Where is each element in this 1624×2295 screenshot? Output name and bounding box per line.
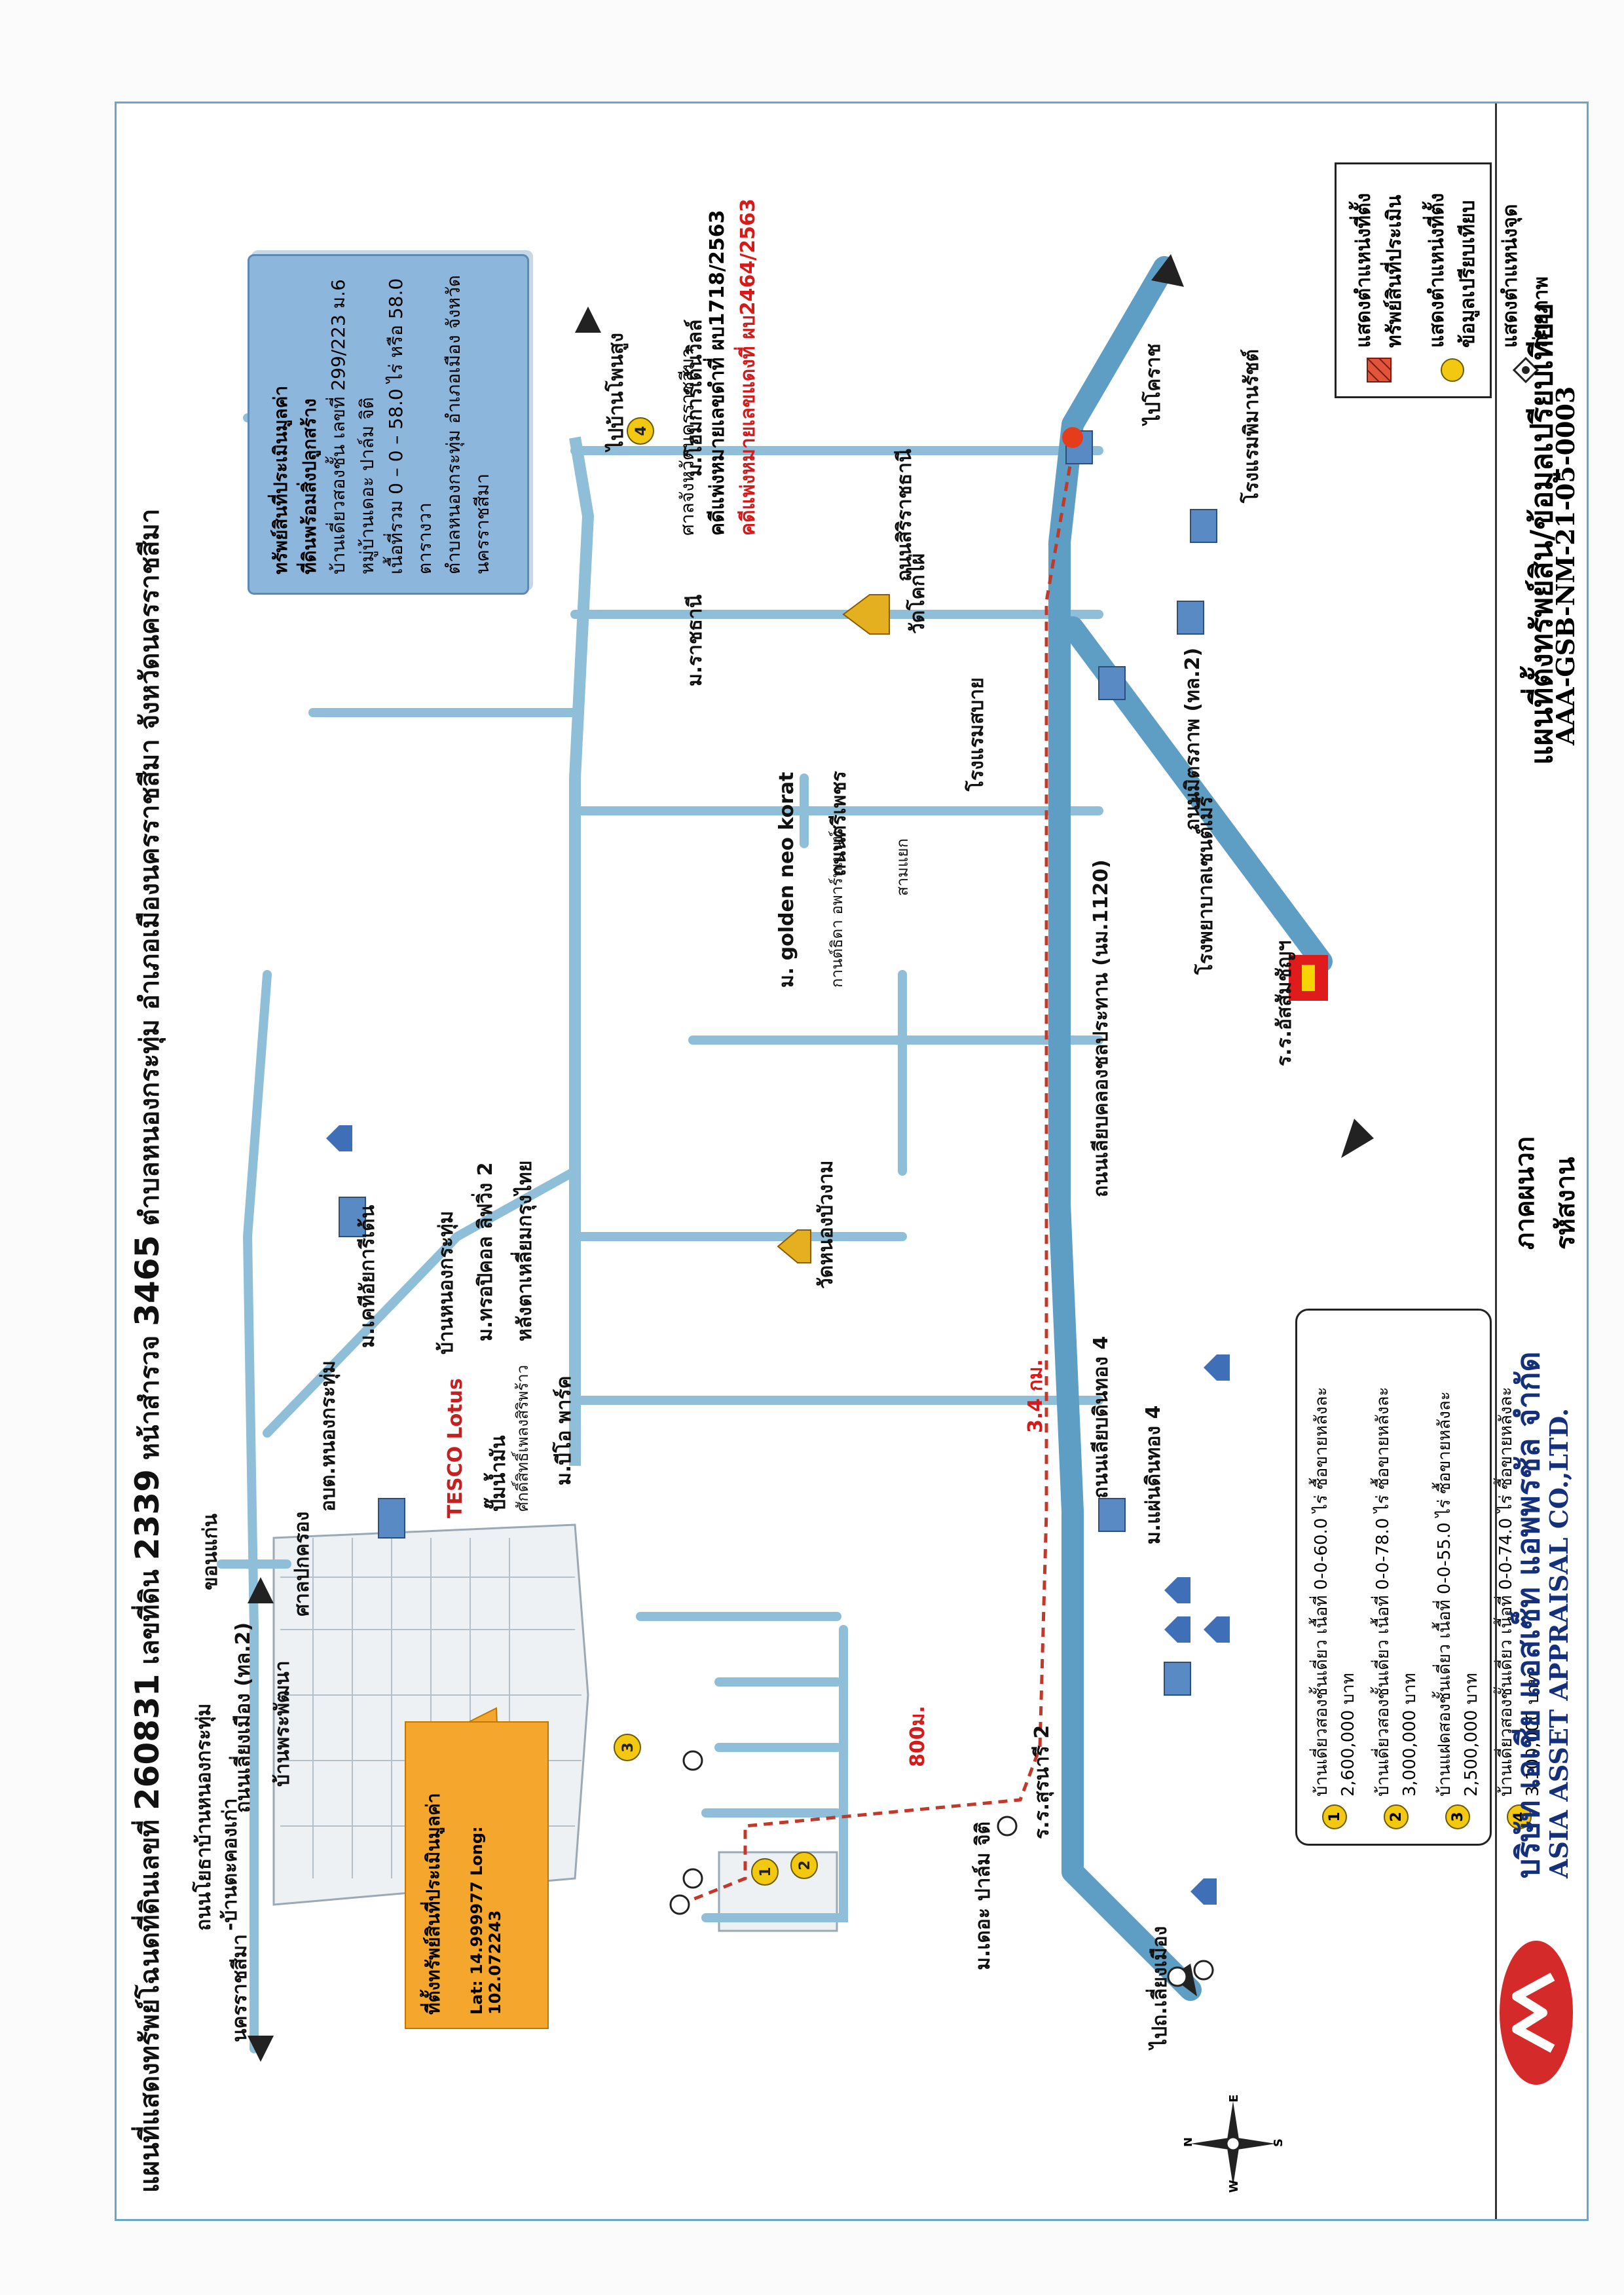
comparable-row: 2 บ้านเดี่ยวสองชั้นเดี่ยว เนื้อที่ 0-0-78… [1369,1325,1423,1829]
label-to-pho: ไปบ้านโพนสูง [605,333,628,451]
gps-label: ที่ตั้งทรัพย์สินที่ประเมินมูลค่า [422,1793,444,2015]
label-road-main: ถนนเลียบคลองชลประทาน (นม.1120) [1090,859,1113,1197]
comparable-markers [614,417,818,1886]
company-logo [1500,1941,1573,2085]
label-to-bypass: ไปถ.เลี่ยงเมือง [1149,1926,1172,2049]
label-ratcha: ม.ราชธานี [684,594,707,686]
route-dashed-line [679,450,1075,1907]
label-nakhon: นครราชสีมา [229,1934,251,2042]
court-line3: คดีแพ่งหมายเลขแดงที่ ผบ2464/2563 [737,198,760,536]
label-school-sas: ร.ร.อัสสัมชัญฯ [1273,940,1296,1066]
label-khon-kaen: ขอนแก่น [199,1513,222,1590]
cross-road [569,436,595,1466]
comparable-text: บ้านเดี่ยวสองชั้นเดี่ยว เนื้อที่ 0-0-78.… [1373,1387,1420,1797]
footer-region: ภาคผนวก [1510,1136,1540,1250]
legend-row: แสดงตำแหน่งที่ตั้งข้อมูลเปรียบเทียบ [1422,177,1483,383]
gps-coords: Lat: 14.999977 Long: 102.072243 [468,1826,504,2015]
irrigation-road [1048,256,1202,2001]
label-golden-vill: ม. golden neo korat [775,772,798,988]
svg-text:2: 2 [797,1860,813,1870]
label-pump-sub: ศักดิ์สิทธิ์เพลงสิริพร้าว [513,1364,532,1512]
subject-property-card: ทรัพย์สินที่ประเมินมูลค่า ที่ดินพร้อมสิ่… [248,254,529,595]
comparable-badge: 3 [1445,1804,1470,1829]
comparable-badge: 1 [1322,1804,1347,1829]
label-to-korat: ไปโคราช [1142,343,1165,424]
temple-icons [777,594,890,1263]
label-palm-vill: ม.เดอะ ปาล์ม จิติ [972,1821,995,1970]
comparables-box: 1 บ้านเดี่ยวสองชั้นเดี่ยว เนื้อที่ 0-0-60… [1295,1309,1543,1846]
compass-w: W [1227,2180,1241,2193]
legend-row: แสดงตำแหน่งจุดถ่ายภาพ [1495,177,1557,383]
label-vill-home: ม.โฮมการ์เด้นวิลล์ [684,319,707,477]
footer-job-code: AAA-GSB-NM-21-05-0003 [1551,386,1580,745]
photo-point-markers [669,1750,1214,1987]
label-school-sur: ร.ร.สุรนารี 2 [1031,1725,1054,1839]
comparable-circle-icon [1441,358,1464,382]
compass-s: S [1272,2138,1282,2147]
label-dist-800: 800ม. [906,1706,929,1767]
subject-line1: ทรัพย์สินที่ประเมินมูลค่า [270,385,291,574]
comparable-text: บ้านแฝดสองชั้นเดี่ยว เนื้อที่ 0-0-55.0 ไ… [1435,1391,1481,1797]
compass-icon: N S E W [1184,2095,1282,2193]
map-sheet: แผนที่แสดงทรัพย์โฉนดที่ดินเลขที่ 260831 … [117,103,1589,2219]
legend-row: แสดงตำแหน่งที่ตั้งทรัพย์สินที่ประเมิน [1348,177,1410,383]
big-c-mark [1302,965,1315,991]
label-dist-34: 3.4 กม. [1024,1359,1047,1433]
legend-subject: แสดงตำแหน่งที่ตั้งทรัพย์สินที่ประเมิน [1352,193,1406,348]
footer-code-label: รหัสงาน [1551,1157,1581,1250]
label-obt: อบต.หนองกระทุ่ม [317,1360,340,1512]
legend-comparable: แสดงตำแหน่งที่ตั้งข้อมูลเปรียบเทียบ [1426,193,1479,348]
comparable-badge: 2 [1384,1804,1409,1829]
label-lotus: TESCO Lotus [444,1378,467,1518]
comparable-row: 3 บ้านแฝดสองชั้นเดี่ยว เนื้อที่ 0-0-55.0 … [1431,1325,1485,1829]
label-vill-pen: ม.แผ่นดินทอง 4 [1142,1405,1165,1544]
comparable-text: บ้านเดี่ยวสองชั้นเดี่ยว เนื้อที่ 0-0-60.… [1312,1387,1358,1797]
label-vill-kae: ม.เคทีอัยการีเด้น [356,1204,379,1348]
svg-text:4: 4 [633,426,650,436]
label-road-3: ถนนเลียบดินทอง 4 [1090,1335,1113,1499]
label-tambon: สามแยก [893,838,912,896]
label-wat-nong: วัดหนองบัวงาม [815,1160,838,1289]
subject-line3: บ้านเดี่ยวสองชั้น เลขที่ 299/223 ม.6 หมู… [327,279,378,574]
label-sala: ศาลปกครอง [291,1511,314,1616]
compass-n: N [1184,2137,1195,2147]
label-wat-khok: วัดโคกไผ่ [906,553,929,634]
label-ban-talad: -บ้านตะคองเก่า [219,1798,242,1931]
label-krung-thai: หลังตาเหลี่ยมกรุงไทย [513,1160,536,1341]
label-road-bypass: ถนนเลี่ยงเมือง (ทล.2) [232,1622,255,1813]
subject-line5: ตำบลหนองกระทุ่ม อำเภอเมือง จังหวัดนครราช… [443,274,493,574]
comparable-row: 1 บ้านเดี่ยวสองชั้นเดี่ยว เนื้อที่ 0-0-60… [1308,1325,1361,1829]
label-hotel-sabai: โรงแรมสบาย [965,677,988,791]
svg-text:3: 3 [620,1742,637,1752]
label-ban-phra: บ้านพระพัฒนา [271,1660,294,1787]
gps-box: ที่ตั้งทรัพย์สินที่ประเมินมูลค่า Lat: 14… [405,1721,549,2029]
comparable-marker-nums: 1 2 3 4 [620,426,813,1876]
label-ban-vil: ม.บีโอ พาร์ค [553,1375,576,1485]
subject-square-icon [1367,358,1392,382]
svg-text:1: 1 [758,1867,774,1876]
label-road-sri: ถนนศรีเพชร [828,771,851,876]
subject-line2: ที่ดินพร้อมสิ่งปลูกสร้าง [299,398,320,574]
compass-e: E [1227,2095,1241,2102]
label-ban-nong: บ้านหนองกระทุ่ม [435,1210,458,1354]
label-road-mittra: ถนนมิตรภาพ (ทล.2) [1181,647,1204,830]
label-gold-vill: ม.ทรอปิคอล ลิฟวิ่ง 2 [474,1162,497,1341]
legend-box: แสดงตำแหน่งที่ตั้งทรัพย์สินที่ประเมิน แส… [1335,162,1553,398]
subject-line4: เนื้อที่รวม 0 – 0 – 58.0 ไร่ หรือ 58.0 ต… [385,278,435,574]
map-frame: แผนที่แสดงทรัพย์โฉนดที่ดินเลขที่ 260831 … [115,102,1589,2221]
korat-poi [1062,427,1083,448]
photo-point-icon [1513,357,1539,383]
company-name-en: ASIA ASSET APPRAISAL CO.,LTD. [1544,1408,1574,1878]
label-hotel-sima: โรงแรมพิมานรัชต์ [1240,349,1263,503]
